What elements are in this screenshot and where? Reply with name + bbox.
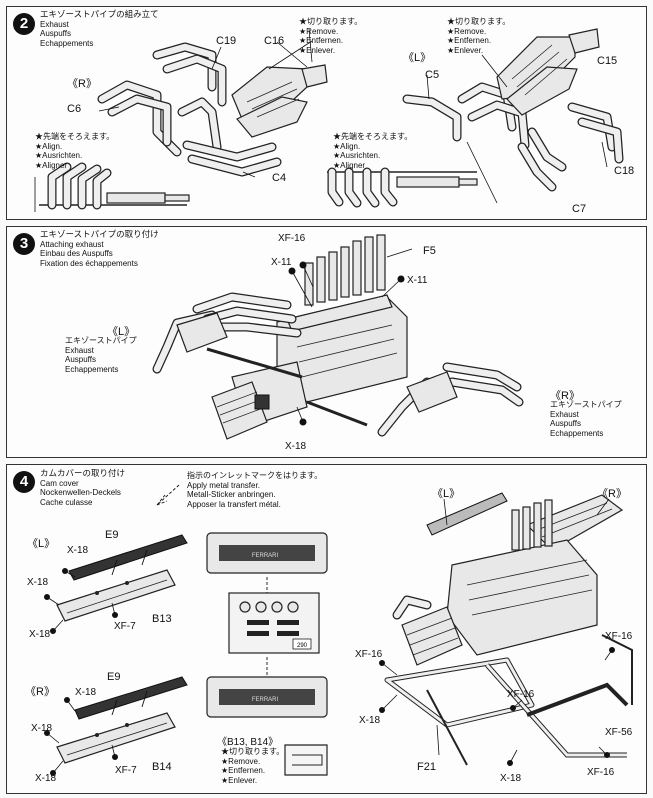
right-variant-r-label: 《R》: [597, 488, 627, 500]
step-title: エキゾーストパイプの組み立て Exhaust Auspuffs Echappem…: [40, 9, 159, 48]
engine-exhaust-diagram: [152, 234, 524, 440]
align-note-a: ★先端をそろえます。★Align.★Ausrichten.★Aligner: [35, 132, 115, 170]
title-fr: Cache culasse: [40, 497, 93, 507]
step-3-panel: 3 エキゾーストパイプの取り付け Attaching exhaust Einba…: [6, 226, 647, 458]
part-xf7-top: XF-7: [114, 621, 136, 632]
part-xf16-c: XF-16: [507, 689, 535, 700]
remove-note-b: ★切り取ります。★Remove.★Entfernen.★Enlever.: [447, 17, 511, 55]
brand-text-bottom: FERRARI: [252, 697, 279, 703]
title-fr: Echappements: [40, 38, 94, 48]
step-title: カムカバーの取り付け Cam cover Nockenwellen-Deckel…: [40, 468, 126, 507]
title-en: Attaching exhaust: [40, 239, 104, 249]
title-jp: エキゾーストパイプの組み立て: [40, 9, 159, 19]
step-number: 4: [13, 471, 35, 493]
part-xf16-a: XF-16: [605, 631, 633, 642]
variant-r-label: 《R》: [550, 390, 580, 402]
part-c7: C7: [572, 203, 587, 215]
part-xf16: XF-16: [278, 233, 306, 244]
variant-r-label: 《R》: [25, 686, 55, 698]
part-c6: C6: [67, 103, 82, 115]
variant-l-label: 《L》: [27, 538, 56, 550]
exhaust-right-diagram: [34, 28, 328, 212]
sheet-number: 290: [297, 643, 308, 649]
title-jp: エキゾーストパイプの取り付け: [40, 229, 159, 239]
title-en: Exhaust: [40, 19, 69, 29]
part-x11-left: X-11: [271, 257, 292, 268]
step-title: エキゾーストパイプの取り付け Attaching exhaust Einbau …: [40, 229, 159, 268]
part-f5: F5: [423, 245, 436, 257]
part-xf56: XF-56: [605, 727, 633, 738]
title-jp: カムカバーの取り付け: [40, 468, 126, 478]
part-x18-top-b: X-18: [27, 577, 49, 588]
title-de: Einbau des Auspuffs: [40, 249, 113, 258]
part-x18-right-a: X-18: [359, 715, 381, 726]
part-x18-top-c: X-18: [29, 629, 51, 640]
title-fr: Fixation des échappements: [40, 258, 138, 268]
part-x18-top-a: X-18: [67, 545, 89, 556]
step-number: 2: [13, 13, 35, 35]
part-x18-bottom-a: X-18: [75, 687, 97, 698]
part-b14: B14: [152, 761, 172, 773]
part-xf7-bottom: XF-7: [115, 765, 137, 776]
title-en: Cam cover: [40, 478, 79, 488]
step-4-panel: 4 カムカバーの取り付け Cam cover Nockenwellen-Deck…: [6, 464, 647, 794]
part-c16: C16: [264, 35, 285, 47]
cut-label: 《B13, B14》: [217, 737, 279, 748]
remove-note-a: ★切り取ります。★Remove.★Entfernen.★Enlever.: [299, 17, 363, 55]
part-x11-right: X-11: [407, 275, 428, 286]
title-de: Nockenwellen-Deckels: [40, 488, 121, 497]
part-f21: F21: [417, 761, 436, 773]
part-b13: B13: [152, 613, 172, 625]
part-x18-right-b: X-18: [500, 773, 522, 784]
part-c18: C18: [614, 165, 635, 177]
part-c19: C19: [216, 35, 237, 47]
variant-r-label: 《R》: [67, 78, 97, 90]
part-x18-bottom-b: X-18: [31, 723, 53, 734]
part-e9-top: E9: [105, 529, 119, 541]
sticker-note: 指示のインレットマークをはります。Apply metal transfer.Me…: [187, 471, 323, 509]
align-note-b: ★先端をそろえます。★Align.★Ausrichten.★Aligner: [333, 132, 413, 170]
part-x18-bottom-c: X-18: [35, 773, 57, 784]
variant-l-label: 《L》: [107, 326, 136, 338]
part-x18: X-18: [285, 441, 307, 452]
exhaust-left-diagram: [327, 28, 624, 208]
part-xf16-b: XF-16: [355, 649, 383, 660]
cam-cover-diagram: FERRARI 290 FERRARI: [44, 484, 633, 776]
step-number: 3: [13, 233, 35, 255]
title-de: Auspuffs: [40, 29, 71, 38]
part-c4: C4: [272, 172, 287, 184]
part-c15: C15: [597, 55, 618, 67]
part-c5: C5: [425, 69, 440, 81]
part-e9-bottom: E9: [107, 671, 121, 683]
variant-l-label: 《L》: [403, 52, 432, 64]
cut-note: ★切り取ります。★Remove.★Entfernen.★Enlever.: [221, 747, 285, 785]
part-xf16-d: XF-16: [587, 767, 615, 778]
right-variant-l-label: 《L》: [432, 488, 461, 500]
brand-text-top: FERRARI: [252, 553, 279, 559]
step-2-panel: 2 エキゾーストパイプの組み立て Exhaust Auspuffs Echapp…: [6, 6, 647, 220]
